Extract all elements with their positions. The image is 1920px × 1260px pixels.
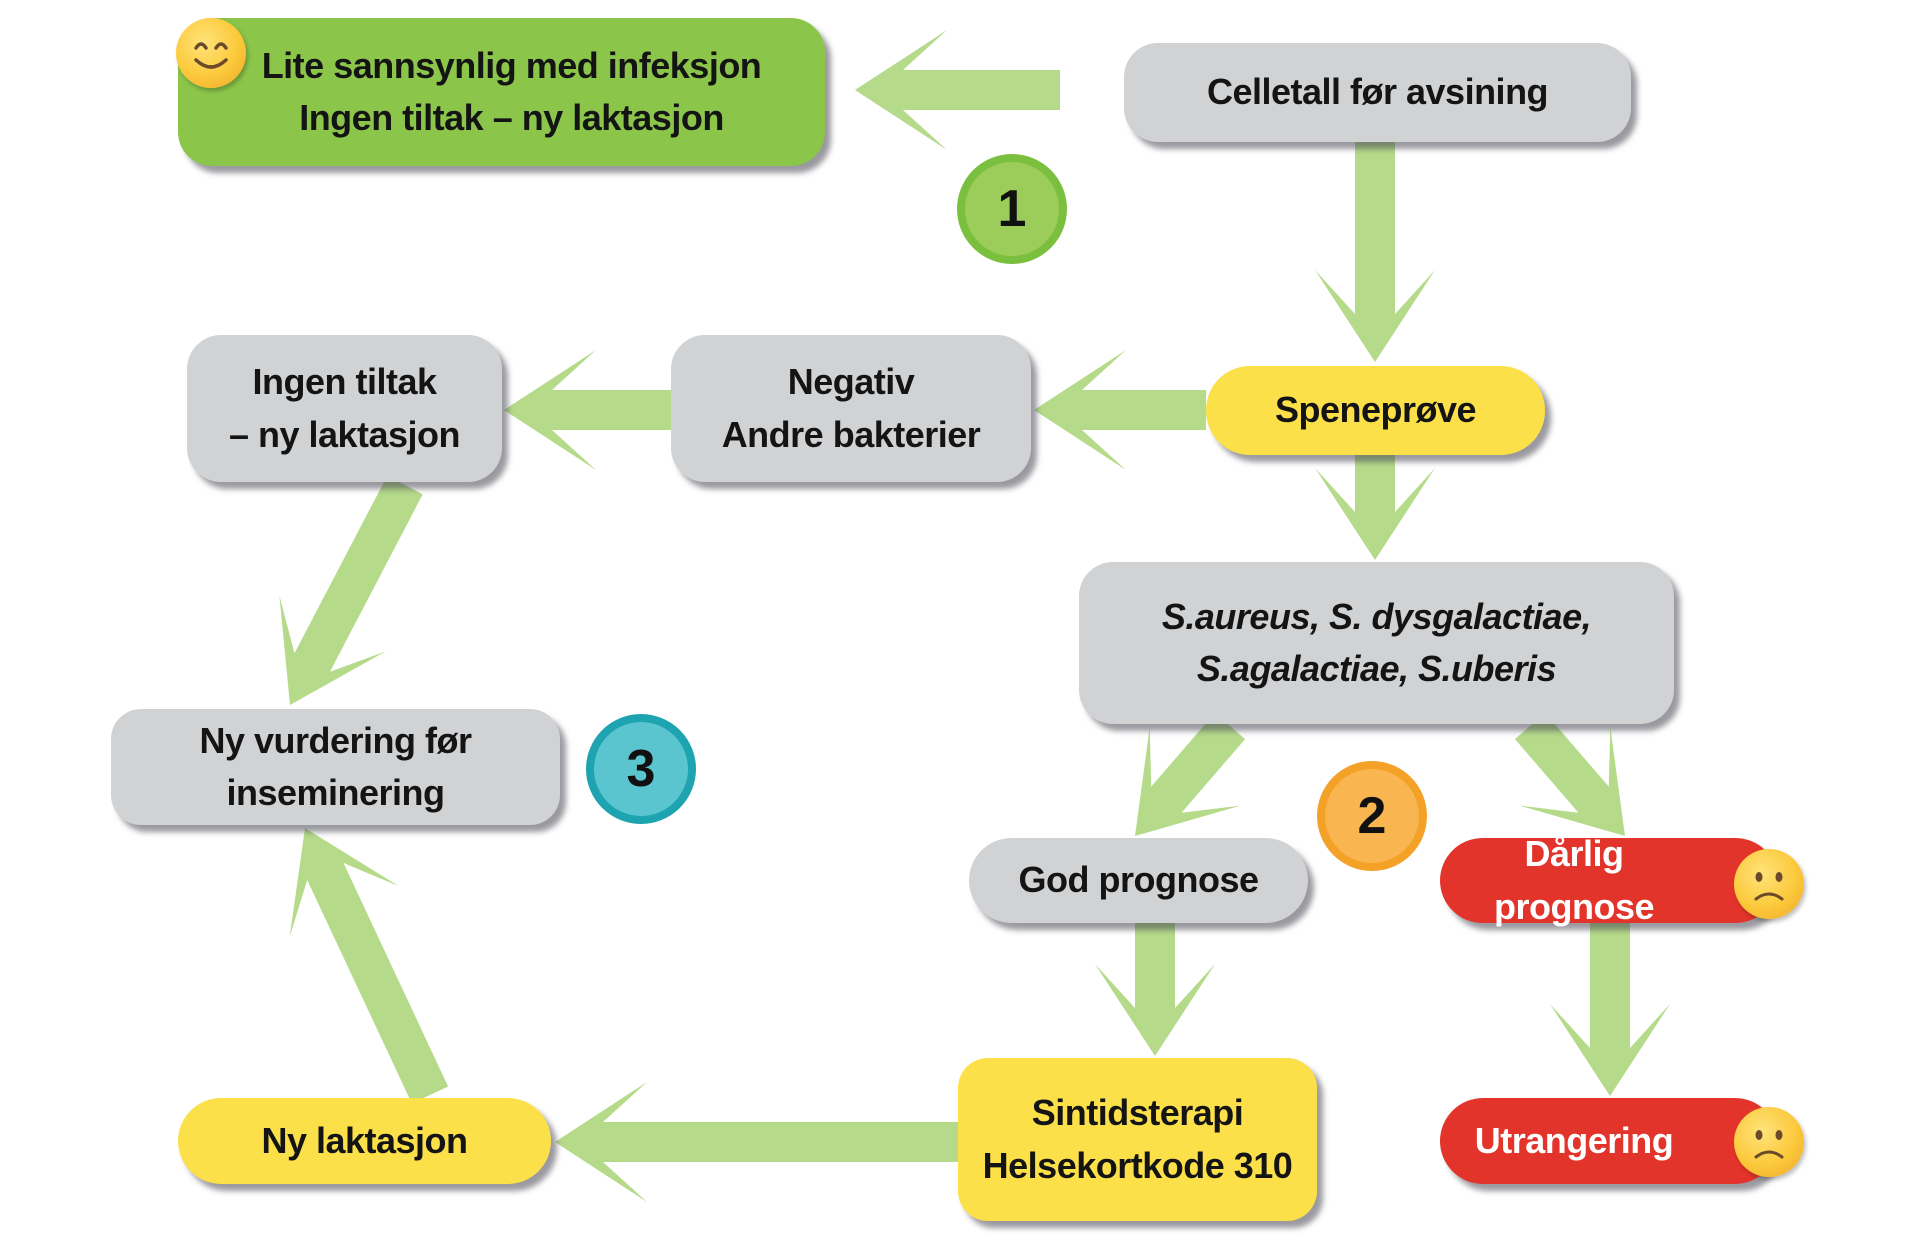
node-line: Helsekortkode 310 xyxy=(982,1144,1293,1186)
node-line: Ingen tiltak xyxy=(252,361,437,403)
node-speneprove[interactable]: Speneprøve xyxy=(1206,366,1545,455)
node-bakterier[interactable]: S.aureus, S. dysgalactiae, S.agalactiae,… xyxy=(1079,562,1674,724)
node-line: Utrangering xyxy=(1474,1119,1674,1161)
node-line: S.agalactiae, S.uberis xyxy=(1196,648,1557,689)
node-line: Ny vurdering før xyxy=(199,719,472,761)
node-darlig-prognose[interactable]: Dårlig prognose xyxy=(1440,833,1778,927)
arrow-speneprove-to-bakterier xyxy=(1315,455,1435,560)
node-line: Celletall før avsining xyxy=(1206,71,1549,113)
node-line: – ny laktasjon xyxy=(228,413,461,455)
step-marker-2: 2 xyxy=(1317,761,1427,871)
sad-face-icon xyxy=(1734,1107,1804,1177)
node-negativ[interactable]: Negativ Andre bakterier xyxy=(671,335,1031,482)
node-line: Dårlig prognose xyxy=(1493,833,1655,927)
arrow-bakterier-to-god-prognose xyxy=(1135,712,1246,836)
node-line: God prognose xyxy=(1018,859,1260,901)
step-number: 3 xyxy=(626,740,656,798)
node-line: Speneprøve xyxy=(1274,389,1477,431)
node-lite-sannsynlig[interactable]: Lite sannsynlig med infeksjon Ingen tilt… xyxy=(178,18,825,166)
arrow-ingen-tiltak-to-ny-vurdering xyxy=(279,475,423,705)
node-ny-vurdering[interactable]: Ny vurdering før inseminering xyxy=(111,709,560,825)
arrow-celletall-to-lite-sannsynlig xyxy=(855,30,1060,150)
arrow-darlig-prognose-to-utrangering xyxy=(1550,923,1670,1096)
arrow-speneprove-to-negativ xyxy=(1034,350,1206,470)
node-line: Negativ xyxy=(787,361,915,403)
arrow-sintidsterapi-to-ny-laktasjon xyxy=(555,1082,958,1202)
node-god-prognose[interactable]: God prognose xyxy=(969,838,1308,923)
step-number: 1 xyxy=(997,180,1027,238)
step-number: 2 xyxy=(1357,787,1387,845)
arrow-bakterier-to-darlig-prognose xyxy=(1514,712,1625,836)
arrow-ny-laktasjon-to-ny-vurdering xyxy=(289,828,449,1104)
node-line: S.aureus, S. dysgalactiae, xyxy=(1161,595,1592,637)
node-celletall[interactable]: Celletall før avsining xyxy=(1124,43,1631,142)
node-line: Ny laktasjon xyxy=(261,1119,468,1161)
arrow-negativ-to-ingen-tiltak xyxy=(504,350,671,470)
node-sintidsterapi[interactable]: Sintidsterapi Helsekortkode 310 xyxy=(958,1058,1317,1221)
node-line: inseminering xyxy=(226,772,445,813)
node-line: Lite sannsynlig med infeksjon xyxy=(261,44,762,86)
sad-face-icon xyxy=(1734,849,1804,919)
node-utrangering[interactable]: Utrangering xyxy=(1440,1098,1778,1184)
node-ingen-tiltak[interactable]: Ingen tiltak – ny laktasjon xyxy=(187,335,502,482)
node-line: Sintidsterapi xyxy=(1031,1092,1244,1134)
node-line: Andre bakterier xyxy=(721,413,981,455)
step-marker-3: 3 xyxy=(586,714,696,824)
arrow-celletall-to-speneprove xyxy=(1315,142,1435,362)
smiling-face-icon xyxy=(176,18,246,88)
node-line: Ingen tiltak – ny laktasjon xyxy=(299,97,724,138)
arrow-god-prognose-to-sintidsterapi xyxy=(1095,923,1215,1056)
step-marker-1: 1 xyxy=(957,154,1067,264)
node-ny-laktasjon[interactable]: Ny laktasjon xyxy=(178,1098,551,1184)
